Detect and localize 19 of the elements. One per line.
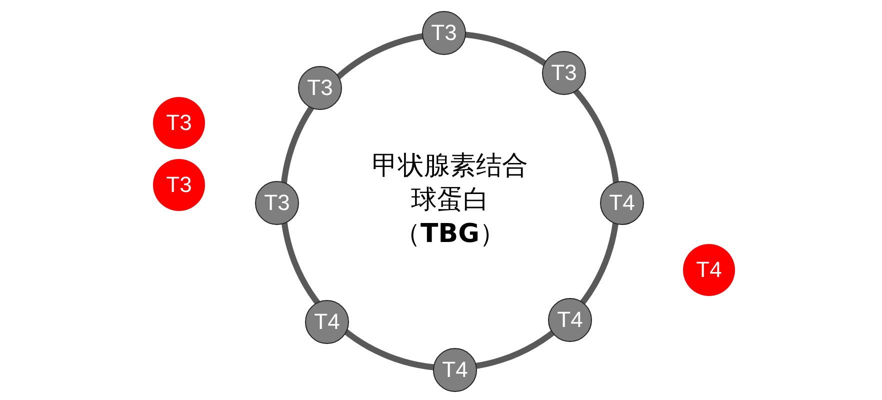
hormone-label: T3 xyxy=(431,18,457,47)
hormone-label: T3 xyxy=(166,170,192,199)
bound-hormone-circle xyxy=(255,181,299,225)
bound-hormone-circle xyxy=(433,348,477,392)
hormone-label: T3 xyxy=(264,188,290,217)
hormone-label: T4 xyxy=(696,256,722,284)
free-hormone-circle xyxy=(153,159,205,211)
hormone-label: T4 xyxy=(557,306,583,334)
hormone-label: T3 xyxy=(551,58,577,87)
free-hormone-circle xyxy=(153,97,205,149)
hormone-label: T4 xyxy=(609,188,635,217)
hormone-label: T4 xyxy=(442,356,468,384)
free-hormone-circle xyxy=(683,244,735,296)
bound-hormone-circle xyxy=(600,181,644,225)
hormone-label: T4 xyxy=(314,308,340,336)
hormone-label: T3 xyxy=(166,108,192,137)
bound-hormone-circle xyxy=(422,11,466,55)
center-label: 甲状腺素结合球蛋白（TBG） xyxy=(371,150,529,251)
hormone-label: T3 xyxy=(307,74,333,102)
